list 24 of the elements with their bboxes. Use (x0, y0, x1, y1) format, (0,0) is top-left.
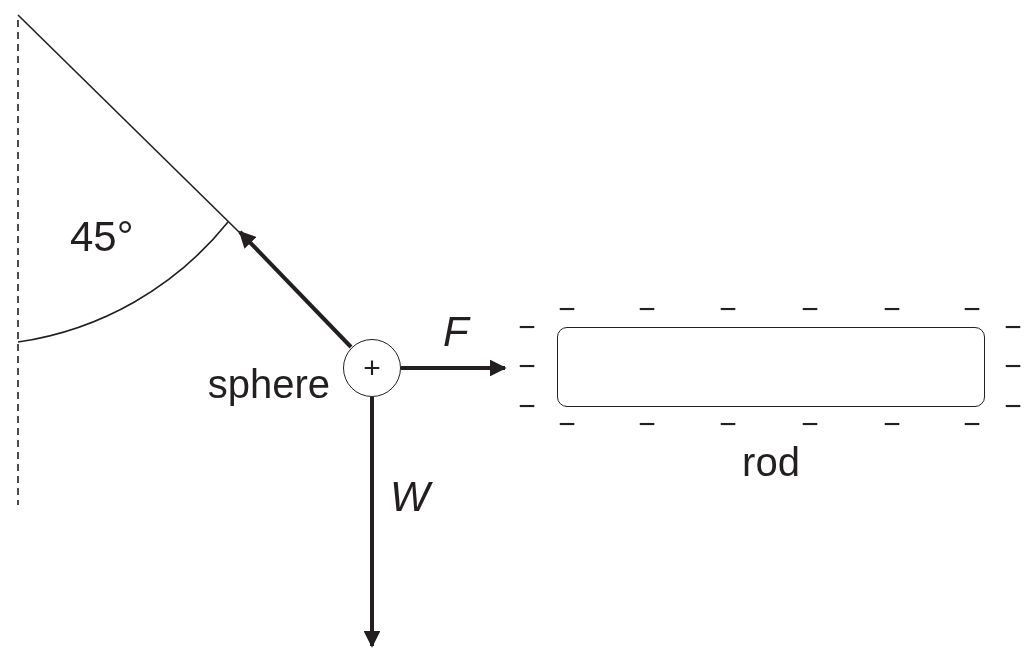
charge-sign: − (638, 409, 656, 439)
charge-sign: − (963, 409, 981, 439)
charge-sign: − (1004, 351, 1022, 381)
charge-sign: − (801, 294, 819, 324)
node-caption: sphere (207, 364, 330, 404)
force-label: F (443, 311, 469, 353)
charge-sign: − (1004, 312, 1022, 342)
charge-sign: − (963, 294, 981, 324)
charge-sign: − (1004, 391, 1022, 421)
charge-sign: − (558, 294, 576, 324)
charge-sign: − (518, 351, 536, 381)
charge-sign: − (883, 409, 901, 439)
charge-sign: − (801, 409, 819, 439)
charge-sign: − (558, 409, 576, 439)
charge-sign: − (518, 391, 536, 421)
charge-sign: − (719, 294, 737, 324)
rod-rectangle (557, 327, 985, 407)
charge-sign: + (363, 353, 381, 383)
charge-sign: − (883, 294, 901, 324)
charge-sign: − (638, 294, 656, 324)
charge-sign: − (518, 312, 536, 342)
charge-sign: − (719, 409, 737, 439)
node-caption: rod (742, 442, 800, 482)
angle-label: 45° (70, 216, 134, 258)
